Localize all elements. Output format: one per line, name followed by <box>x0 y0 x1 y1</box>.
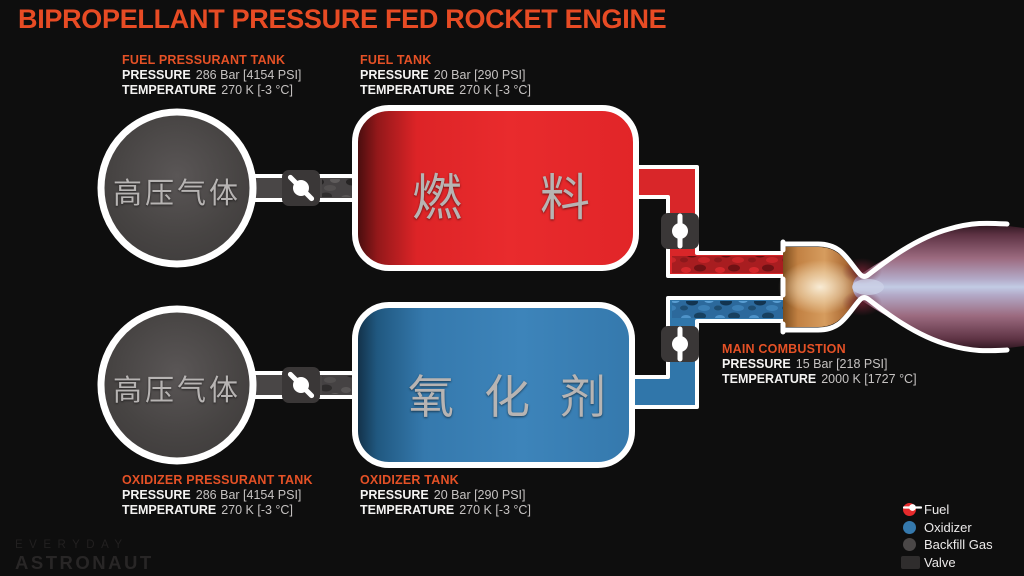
temperature-value: 2000 K [1727 °C] <box>821 372 917 387</box>
everyday-astronaut-logo: EVERYDAY ASTRONAUT <box>15 539 154 573</box>
legend-item-oxidizer: Oxidizer <box>903 519 993 537</box>
oxidizer-tank-label: 氧化剂 <box>408 370 636 424</box>
legend-item-valve: Valve <box>901 504 993 572</box>
logo-line1: EVERYDAY <box>15 539 129 551</box>
temperature-value: 270 K [-3 °C] <box>221 503 293 518</box>
backfill-gas-color-dot <box>903 538 916 552</box>
combustion-chamber-and-nozzle <box>778 220 1024 354</box>
logo-line2: ASTRONAUT <box>15 551 154 573</box>
pressure-value: 20 Bar [290 PSI] <box>433 488 526 503</box>
legend: Fuel Oxidizer Backfill Gas Valve <box>901 501 993 572</box>
oxidizer-tank <box>352 302 635 468</box>
info-title: FUEL TANK <box>360 53 432 67</box>
pressure-value: 286 Bar [4154 PSI] <box>195 68 302 83</box>
oxidizer-pressurant-tank <box>97 305 257 465</box>
fuel-tank-label: 燃料 <box>412 169 668 227</box>
pressure-value: 286 Bar [4154 PSI] <box>195 488 302 503</box>
valve-icon <box>901 504 922 570</box>
fuel-main-valve-icon <box>661 213 699 249</box>
fuel-pressurant-tank-label: 高压气体 <box>112 176 241 210</box>
oxidizer-pressurant-tank-label: 高压气体 <box>112 373 241 407</box>
fuel-pressurant-tank <box>97 108 257 268</box>
info-title: OXIDIZER PRESSURANT TANK <box>122 473 313 487</box>
flame-core <box>778 260 862 314</box>
oxidizer-pressurant-valve-icon <box>282 367 320 403</box>
legend-item-backfill-gas: Backfill Gas <box>903 536 993 554</box>
temperature-value: 270 K [-3 °C] <box>459 83 531 98</box>
info-title: FUEL PRESSURANT TANK <box>122 53 286 67</box>
temperature-value: 270 K [-3 °C] <box>221 83 293 98</box>
page-title: BIPROPELLANT PRESSURE FED ROCKET ENGINE <box>18 4 667 34</box>
oxidizer-main-valve-icon <box>661 326 699 362</box>
info-title: MAIN COMBUSTION <box>722 342 846 356</box>
oxidizer-color-dot <box>903 520 916 534</box>
pressure-value: 20 Bar [290 PSI] <box>433 68 526 83</box>
pressure-value: 15 Bar [218 PSI] <box>795 357 888 372</box>
temperature-value: 270 K [-3 °C] <box>459 503 531 518</box>
fuel-tank <box>352 105 639 271</box>
fuel-pressurant-valve-icon <box>282 170 320 206</box>
info-title: OXIDIZER TANK <box>360 473 459 487</box>
